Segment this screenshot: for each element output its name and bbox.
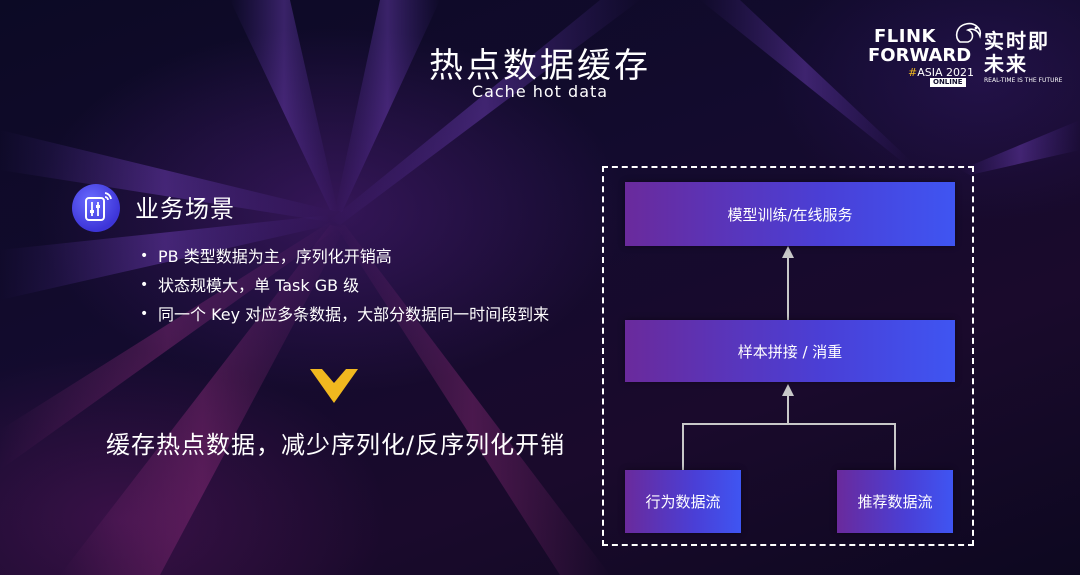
list-item: • PB 类型数据为主，序列化开销高 <box>138 242 549 271</box>
logo-en-slogan: REAL-TIME IS THE FUTURE <box>984 77 1063 84</box>
logo-line-2: FORWARD <box>868 45 972 66</box>
bullet-text: 同一个 Key 对应多条数据，大部分数据同一时间段到来 <box>158 305 550 324</box>
node-sample-join: 样本拼接 / 消重 <box>625 320 955 382</box>
node-recommend-stream: 推荐数据流 <box>837 470 953 533</box>
logo-online-badge: ONLINE <box>930 78 966 87</box>
node-model-training: 模型训练/在线服务 <box>625 182 955 246</box>
list-item: • 同一个 Key 对应多条数据，大部分数据同一时间段到来 <box>138 300 549 329</box>
flow-diagram-frame <box>602 166 974 546</box>
list-item: • 状态规模大，单 Task GB 级 <box>138 271 549 300</box>
logo-cn-slogan: 实时即未来 <box>984 29 1050 76</box>
control-panel-signal-icon <box>72 184 120 232</box>
bullet-dot: • <box>140 306 149 322</box>
conclusion-text: 缓存热点数据，减少序列化/反序列化开销 <box>106 431 566 459</box>
logo-line-1: FLINK <box>874 26 936 47</box>
bullet-dot: • <box>140 277 149 293</box>
control-panel-signal-glyph <box>85 192 112 221</box>
scenario-title: 业务场景 <box>135 195 235 223</box>
chevron-down-icon <box>310 369 358 403</box>
page-title: 热点数据缓存 <box>429 46 651 86</box>
node-behavior-stream: 行为数据流 <box>625 470 741 533</box>
logo-edition: #ASIA 2021 <box>908 67 974 78</box>
logo-hash: # <box>908 66 918 79</box>
bullet-text: PB 类型数据为主，序列化开销高 <box>158 247 392 266</box>
scenario-bullet-list: • PB 类型数据为主，序列化开销高 • 状态规模大，单 Task GB 级 • 同一… <box>138 242 549 329</box>
page-subtitle: Cache hot data <box>471 82 609 101</box>
squirrel-icon <box>955 22 982 43</box>
flink-forward-logo: FLINK FORWARD #ASIA 2021 ONLINE 实时即未来 RE… <box>866 20 1066 90</box>
bullet-text: 状态规模大，单 Task GB 级 <box>158 276 360 295</box>
bullet-dot: • <box>140 248 149 264</box>
logo-edition-text: ASIA 2021 <box>917 66 974 79</box>
